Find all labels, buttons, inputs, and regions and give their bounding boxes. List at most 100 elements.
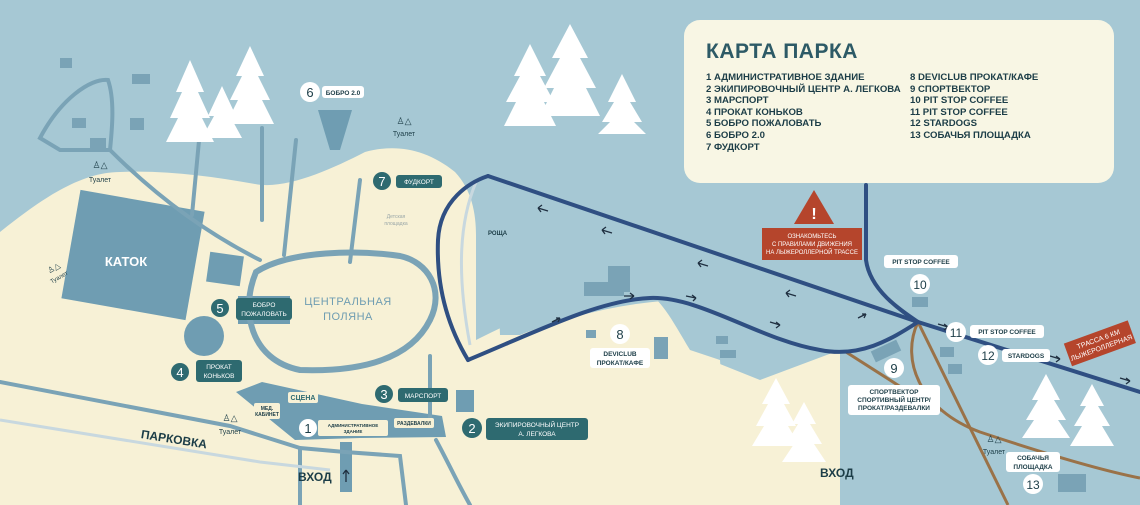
poi-9[interactable]: 9 СПОРТВЕКТОР СПОРТИВНЫЙ ЦЕНТР/ ПРОКАТ/Р…	[848, 358, 940, 415]
legend-list-left: 1 АДМИНИСТРАТИВНОЕ ЗДАНИЕ 2 ЭКИПИРОВОЧНЫ…	[706, 72, 901, 153]
building-13	[1058, 474, 1086, 492]
land-south-east	[660, 340, 840, 505]
pin-13-circle	[1023, 474, 1043, 494]
track-sign: ТРАССА 6 КМ ЛЫЖЕРОЛЛЕРНАЯ	[1063, 320, 1136, 367]
pin-7-number: 7	[378, 174, 385, 189]
med-label-2: КАБИНЕТ	[255, 412, 279, 418]
poi-8[interactable]: 8 DEVICLUB ПРОКАТ/КАФЕ	[590, 324, 650, 368]
tree-icon	[752, 378, 800, 446]
label-8-line-1: DEVICLUB	[603, 351, 637, 358]
grove-area	[495, 198, 700, 335]
label-9-line-1: СПОРТВЕКТОР	[869, 389, 919, 396]
admin-badge	[318, 420, 388, 436]
tree-icon	[226, 46, 274, 124]
pin-13-number: 13	[1026, 478, 1040, 492]
building-8d	[716, 336, 728, 344]
pin-6-number: 6	[306, 85, 313, 100]
label-4-box	[196, 360, 242, 382]
pin-6-circle	[300, 82, 320, 102]
pin-9-number: 9	[890, 361, 897, 376]
central-glade-label-2: ПОЛЯНА	[323, 311, 373, 323]
poi-1[interactable]: 1	[299, 419, 317, 437]
toilet-icon: ♙△	[987, 434, 1002, 444]
poi-7[interactable]: 7 ФУДКОРТ	[373, 172, 442, 190]
entrance-east-label: ВХОД	[820, 466, 854, 480]
label-7-text: ФУДКОРТ	[404, 179, 434, 186]
tree-icon	[202, 86, 242, 138]
poi-12[interactable]: 12 STARDOGS	[978, 345, 1050, 365]
toilet-label: Туалет	[89, 177, 112, 184]
label-10-box	[884, 255, 958, 268]
tree-icon	[166, 60, 214, 142]
tree-icon	[540, 24, 600, 116]
tree-group-south	[752, 374, 1114, 462]
poi-2[interactable]: 2 ЭКИПИРОВОЧНЫЙ ЦЕНТР А. ЛЕГКОВА	[462, 418, 588, 440]
legend-item: 13 СОБАЧЬЯ ПЛОЩАДКА	[910, 129, 1031, 141]
pin-8-circle	[610, 324, 630, 344]
building-8b	[586, 330, 596, 338]
label-11-text: PIT STOP COFFEE	[978, 329, 1036, 336]
poi-10[interactable]: PIT STOP COFFEE 10	[884, 255, 958, 294]
label-4-line-1: ПРОКАТ	[206, 364, 232, 371]
label-9-line-3: ПРОКАТ/РАЗДЕВАЛКИ	[858, 405, 930, 412]
building-nw-1	[60, 58, 72, 68]
label-2-line-2: А. ЛЕГКОВА	[518, 431, 556, 438]
building-nw-3	[72, 118, 86, 128]
label-11-box	[970, 325, 1044, 338]
legend-item: 9 СПОРТВЕКТОР	[910, 83, 991, 95]
poi-3[interactable]: 3 МАРСПОРТ	[375, 385, 448, 403]
pin-3-number: 3	[380, 387, 387, 402]
warning-line-1: ОЗНАКОМЬТЕСЬ	[788, 234, 837, 240]
building-12b	[948, 364, 962, 374]
tree-icon	[598, 74, 646, 134]
light-path-2	[0, 418, 331, 472]
label-13-line-2: ПЛОЩАДКА	[1013, 464, 1052, 471]
admin-label-2: ЗДАНИЕ	[344, 429, 363, 434]
label-13-line-1: СОБАЧЬЯ	[1017, 455, 1049, 462]
tree-icon	[782, 402, 826, 462]
label-9-line-2: СПОРТИВНЫЙ ЦЕНТР/	[857, 395, 931, 404]
poi-13[interactable]: СОБАЧЬЯ ПЛОЩАДКА 13	[1006, 452, 1060, 494]
legend-item: 6 БОБРО 2.0	[706, 129, 765, 141]
pin-3-circle	[375, 385, 393, 403]
building-nw-5	[130, 118, 144, 130]
kids-playground-label: Детская	[387, 214, 406, 220]
pin-2-circle	[462, 418, 482, 438]
label-12-box	[1002, 349, 1050, 362]
poi-6[interactable]: 6 БОБРО 2.0	[300, 82, 364, 102]
label-13-box	[1006, 452, 1060, 472]
poi-5[interactable]: 5 БОБРО ПОЖАЛОВАТЬ	[211, 298, 292, 320]
legend-item: 1 АДМИНИСТРАТИВНОЕ ЗДАНИЕ	[706, 72, 865, 83]
label-5-line-2: ПОЖАЛОВАТЬ	[241, 311, 287, 318]
poi-4[interactable]: 4 ПРОКАТ КОНЬКОВ	[171, 360, 242, 382]
poi-11[interactable]: 11 PIT STOP COFFEE	[946, 322, 1044, 342]
legend-item: 7 ФУДКОРТ	[706, 141, 760, 153]
pin-10-number: 10	[913, 278, 927, 292]
label-5-box	[236, 298, 292, 320]
light-path	[459, 181, 478, 346]
legend-item: 5 БОБРО ПОЖАЛОВАТЬ	[706, 118, 822, 130]
pin-1-number: 1	[304, 421, 311, 436]
toilet-icon: ♙△	[223, 413, 238, 423]
pin-7-circle	[373, 172, 391, 190]
pin-5-number: 5	[216, 301, 223, 316]
warning-line-2: С ПРАВИЛАМИ ДВИЖЕНИЯ	[772, 242, 852, 248]
warning-sign: ! ОЗНАКОМЬТЕСЬ С ПРАВИЛАМИ ДВИЖЕНИЯ НА Л…	[762, 190, 862, 260]
toilet-icon: ♙△	[397, 116, 412, 126]
legend-item: 3 МАРСПОРТ	[706, 95, 769, 107]
tree-icon	[504, 44, 556, 126]
admin-label: АДМИНИСТРАТИВНОЕ	[328, 423, 379, 428]
label-6-box	[322, 86, 364, 98]
label-8-box	[590, 348, 650, 368]
toilet-marker: ♙△ Туалет	[89, 160, 112, 184]
building-small-1	[206, 251, 244, 287]
legend-item: 12 STARDOGS	[910, 118, 977, 130]
warning-box	[762, 228, 862, 260]
legend-item: 10 PIT STOP COFFEE	[910, 95, 1009, 107]
bobro-2-structure	[318, 110, 352, 150]
building-nw-2	[132, 74, 150, 84]
label-2-line-1: ЭКИПИРОВОЧНЫЙ ЦЕНТР	[495, 420, 579, 429]
label-7-box	[396, 175, 442, 188]
toilet-label: Туалет	[983, 449, 1006, 456]
